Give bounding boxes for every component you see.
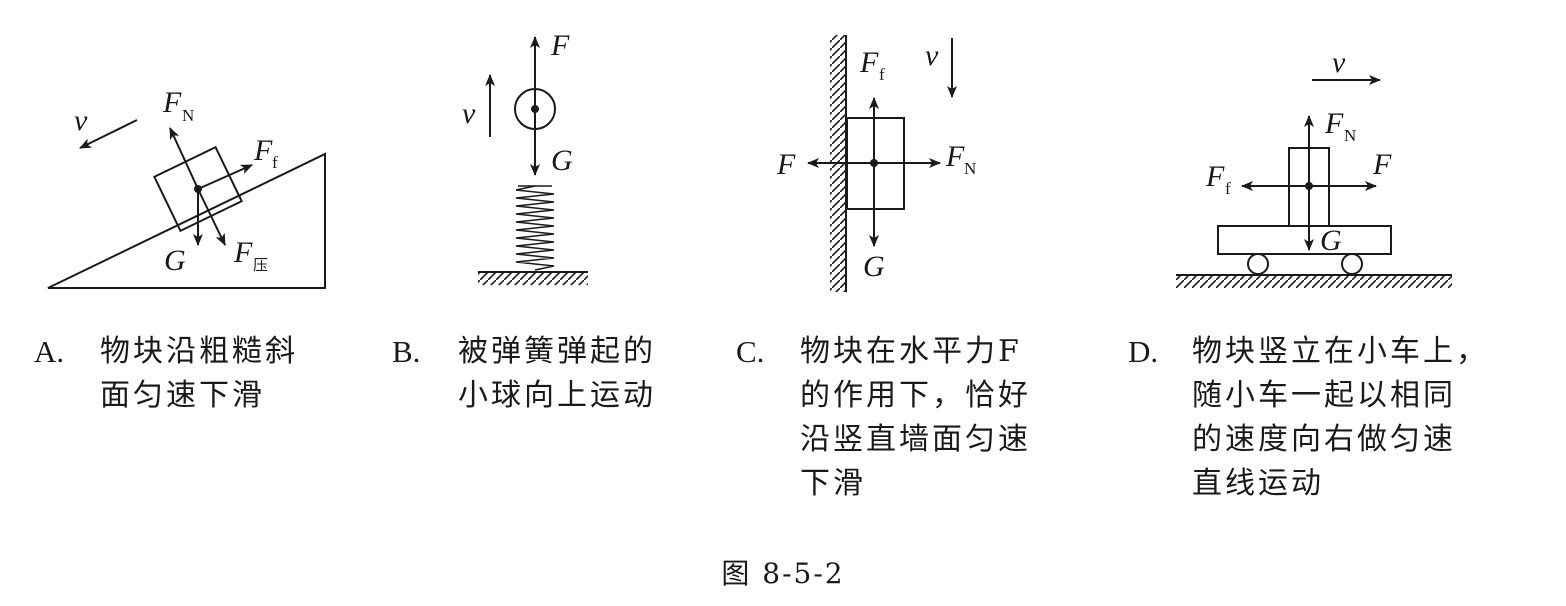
cart-wheel-left: [1247, 253, 1269, 275]
option-b-text: 被弹簧弹起的 小球向上运动: [458, 330, 656, 418]
option-c-line-3: 沿竖直墙面匀速: [800, 422, 1031, 457]
gravity-label: G: [164, 244, 186, 277]
option-c-line-2: 的作用下，恰好: [800, 378, 1031, 413]
force-label: F: [550, 29, 570, 62]
applied-force-label: F: [776, 148, 796, 181]
friction-force-label: F: [859, 46, 879, 79]
velocity-arrow: [79, 119, 138, 149]
normal-force-subscript: N: [1344, 126, 1356, 145]
friction-force-subscript: f: [1225, 179, 1231, 198]
option-b-line-2: 小球向上运动: [458, 378, 656, 413]
panel-c-wall-block: F f v F F N G: [776, 35, 976, 292]
ground-hatch: [1176, 276, 1452, 288]
applied-force-label: F: [1372, 148, 1392, 181]
gravity-label: G: [551, 144, 573, 177]
incline-wedge: [47, 152, 326, 289]
gravity-label: G: [1320, 224, 1342, 257]
option-b-line-1: 被弹簧弹起的: [458, 334, 656, 369]
normal-force-label: F: [1324, 107, 1344, 140]
normal-force-arrow: [169, 127, 199, 190]
panel-d-cart-block: v F N F f F G: [1176, 46, 1452, 288]
normal-force-subscript: N: [964, 159, 976, 178]
option-b-letter: B.: [392, 334, 421, 369]
normal-force-label: F: [945, 140, 965, 173]
panel-b-spring-ball: F v G: [462, 29, 588, 285]
pressure-force-subscript: 压: [253, 256, 268, 274]
option-c-letter: C.: [736, 334, 765, 369]
panel-a-incline: v F N F f G F 压: [47, 86, 326, 289]
option-d-line-1: 物块竖立在小车上，: [1192, 334, 1489, 369]
gravity-label: G: [863, 250, 885, 283]
pressure-force-arrow: [197, 188, 226, 246]
cart-body: [1217, 225, 1392, 255]
option-a-line-2: 面匀速下滑: [100, 378, 265, 413]
friction-force-subscript: f: [272, 153, 278, 172]
velocity-label: v: [925, 39, 939, 72]
friction-force-subscript: f: [879, 65, 885, 84]
option-c-text: 物块在水平力F 的作用下，恰好 沿竖直墙面匀速 下滑: [800, 330, 1031, 506]
option-d-letter: D.: [1128, 334, 1159, 369]
option-c-line-1: 物块在水平力F: [800, 334, 1022, 369]
cart-wheel-right: [1341, 253, 1363, 275]
figure-caption: 图 8-5-2: [721, 557, 845, 590]
velocity-label: v: [462, 97, 476, 130]
option-d-text: 物块竖立在小车上， 随小车一起以相同 的速度向右做匀速 直线运动: [1192, 330, 1489, 506]
ground-hatch: [478, 273, 588, 285]
option-d-line-2: 随小车一起以相同: [1192, 378, 1456, 413]
velocity-label: v: [1332, 46, 1346, 79]
option-a-letter: A.: [34, 334, 65, 369]
option-d-line-4: 直线运动: [1192, 466, 1324, 501]
velocity-label: v: [74, 104, 88, 137]
option-c-line-4: 下滑: [800, 466, 866, 501]
normal-force-label: F: [162, 86, 182, 119]
friction-force-arrow: [197, 164, 253, 190]
normal-force-subscript: N: [182, 106, 194, 125]
pressure-force-label: F: [233, 236, 253, 269]
friction-force-label: F: [1205, 160, 1225, 193]
option-d-line-3: 的速度向右做匀速: [1192, 422, 1456, 457]
option-a-line-1: 物块沿粗糙斜: [100, 334, 298, 369]
spring: [515, 185, 555, 271]
option-a-text: 物块沿粗糙斜 面匀速下滑: [100, 330, 298, 418]
friction-force-label: F: [253, 134, 273, 167]
